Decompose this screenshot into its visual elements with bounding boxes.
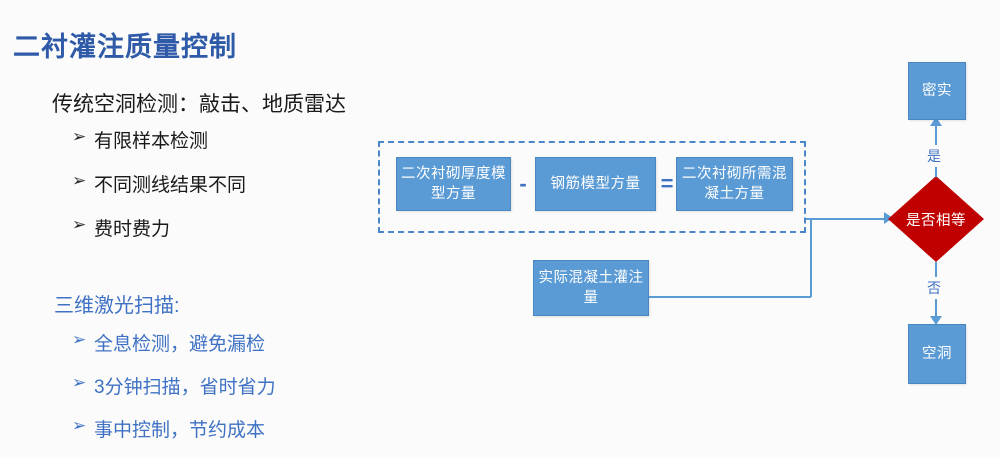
box-result-dense: 密实: [908, 62, 966, 120]
arrow-bullet-icon: ➢: [72, 127, 87, 146]
box-lining-thickness-volume: 二次衬砌厚度模型方量: [396, 157, 511, 211]
page-title: 二衬灌注质量控制: [13, 32, 237, 62]
branch-label-no: 否: [924, 277, 944, 299]
box-actual-concrete-volume: 实际混凝土灌注量: [533, 260, 649, 316]
list-item: ➢ 不同测线结果不同: [72, 170, 246, 197]
traditional-bullet-list: ➢ 有限样本检测 ➢ 不同测线结果不同 ➢ 费时费力: [72, 126, 246, 258]
equation-group-dashed-border: [378, 141, 806, 233]
list-item-label: 3分钟扫描，省时省力: [94, 377, 276, 398]
list-item: ➢ 全息检测，避免漏检: [72, 329, 276, 356]
box-result-void: 空洞: [908, 324, 966, 384]
list-item: ➢ 费时费力: [72, 214, 246, 241]
laser-scanning-heading: 三维激光扫描:: [54, 295, 180, 317]
traditional-heading: 传统空洞检测：敲击、地质雷达: [52, 93, 346, 116]
decision-diamond: 是否相等: [888, 176, 984, 262]
arrow-bullet-icon: ➢: [72, 330, 87, 349]
equals-operator: =: [660, 171, 674, 196]
list-item: ➢ 3分钟扫描，省时省力: [72, 372, 276, 399]
laser-bullet-list: ➢ 全息检测，避免漏检 ➢ 3分钟扫描，省时省力 ➢ 事中控制，节约成本: [72, 329, 276, 458]
list-item-label: 费时费力: [94, 219, 171, 240]
decision-label: 是否相等: [906, 212, 966, 229]
arrow-bullet-icon: ➢: [72, 215, 87, 234]
slide-canvas: 二衬灌注质量控制 传统空洞检测：敲击、地质雷达 ➢ 有限样本检测 ➢ 不同测线结…: [13, 32, 984, 441]
connector-line-riser: [810, 218, 812, 297]
list-item-label: 全息检测，避免漏检: [94, 334, 266, 355]
branch-label-yes: 是: [924, 145, 944, 167]
arrow-down-icon: [930, 316, 942, 325]
connector-line-to-decision: [806, 218, 888, 220]
arrow-right-icon: [884, 212, 893, 224]
arrow-up-icon: [930, 117, 942, 126]
arrow-bullet-icon: ➢: [72, 171, 87, 190]
connector-line-from-actual-box: [649, 296, 811, 298]
box-rebar-model-volume: 钢筋模型方量: [535, 157, 656, 211]
list-item: ➢ 有限样本检测: [72, 126, 246, 153]
list-item-label: 事中控制，节约成本: [94, 420, 266, 441]
list-item: ➢ 事中控制，节约成本: [72, 415, 276, 442]
list-item-label: 不同测线结果不同: [94, 175, 247, 196]
box-required-concrete-volume: 二次衬砌所需混凝土方量: [676, 157, 793, 211]
arrow-bullet-icon: ➢: [72, 416, 87, 435]
minus-operator: -: [519, 171, 527, 196]
arrow-bullet-icon: ➢: [72, 373, 87, 392]
list-item-label: 有限样本检测: [94, 131, 209, 152]
